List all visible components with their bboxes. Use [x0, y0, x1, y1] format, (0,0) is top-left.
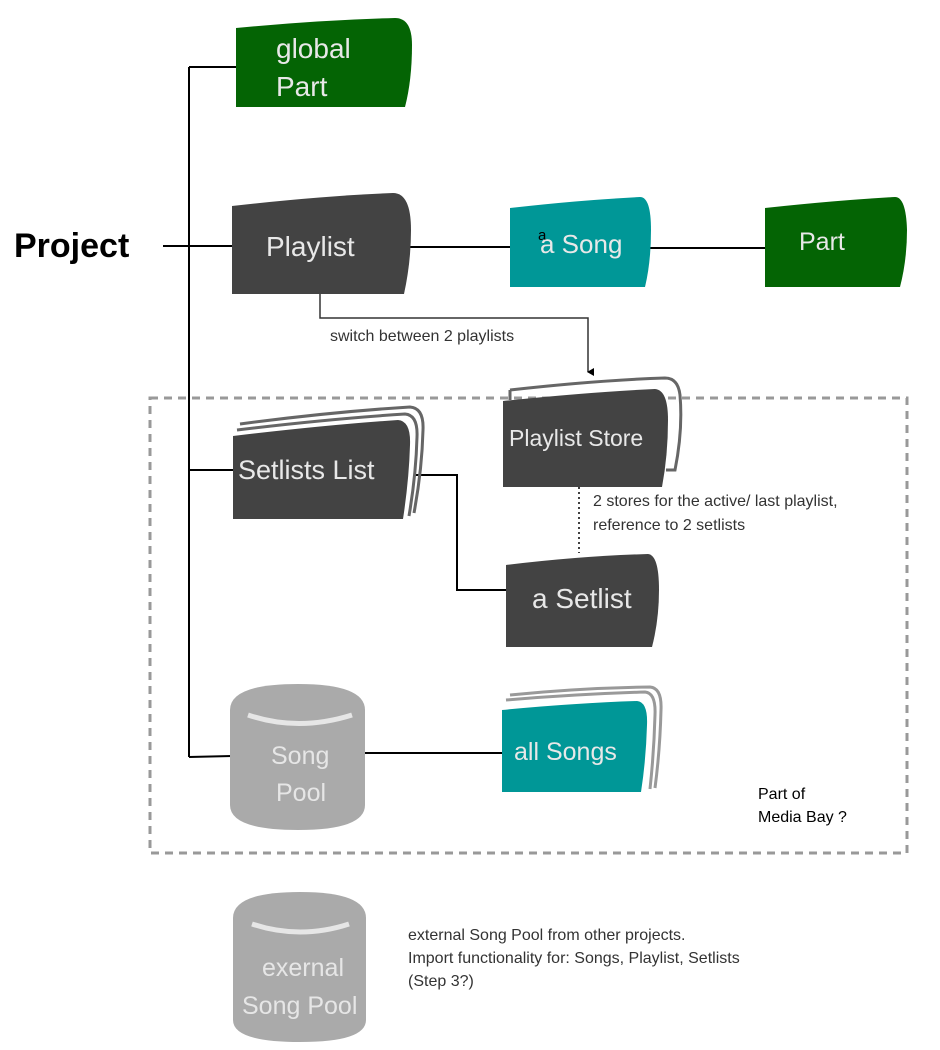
playlist-store-label: Playlist Store	[509, 425, 643, 451]
node-global-part[interactable]: global Part	[236, 18, 412, 107]
node-part[interactable]: Part	[765, 197, 907, 287]
node-playlist-store[interactable]: Playlist Store	[503, 376, 683, 487]
external-annotation-line2: Import functionality for: Songs, Playlis…	[408, 950, 740, 967]
a-song-overlap-glyph: a	[538, 227, 547, 244]
node-all-songs[interactable]: all Songs	[502, 685, 663, 792]
media-bay-annotation-line2: Media Bay ?	[758, 809, 847, 826]
part-label: Part	[799, 228, 845, 256]
node-setlists-list[interactable]: Setlists List	[233, 405, 425, 519]
node-song-pool[interactable]: Song Pool	[230, 684, 365, 830]
edge-trunk-song-pool	[188, 755, 233, 758]
global-part-line2: Part	[276, 71, 328, 102]
external-song-pool-line2: Song Pool	[242, 992, 357, 1020]
external-annotation-line1: external Song Pool from other projects.	[408, 927, 685, 944]
stores-annotation-line1: 2 stores for the active/ last playlist,	[593, 493, 838, 510]
edge-setlists-setlist	[414, 474, 507, 591]
node-a-setlist[interactable]: a Setlist	[506, 554, 659, 647]
external-song-pool-line1: exernal	[262, 954, 344, 982]
all-songs-label: all Songs	[514, 738, 617, 766]
edge-playlist-store-switch	[319, 293, 594, 376]
setlists-list-label: Setlists List	[238, 455, 375, 485]
node-a-song[interactable]: a a Song	[510, 197, 651, 287]
global-part-line1: global	[276, 33, 351, 64]
stores-annotation-line2: reference to 2 setlists	[593, 517, 745, 534]
a-song-label: a Song	[540, 229, 622, 259]
media-bay-region	[148, 396, 909, 855]
project-root-label: Project	[14, 227, 129, 265]
switch-annotation: switch between 2 playlists	[330, 328, 514, 345]
song-pool-line2: Pool	[276, 779, 326, 807]
playlist-label: Playlist	[266, 231, 355, 262]
external-annotation-line3: (Step 3?)	[408, 973, 474, 990]
node-playlist[interactable]: Playlist	[232, 193, 411, 294]
media-bay-annotation-line1: Part of	[758, 786, 806, 803]
node-external-song-pool[interactable]: exernal Song Pool	[233, 892, 366, 1042]
a-setlist-label: a Setlist	[532, 583, 632, 614]
connectors	[163, 66, 767, 758]
song-pool-line1: Song	[271, 742, 329, 770]
